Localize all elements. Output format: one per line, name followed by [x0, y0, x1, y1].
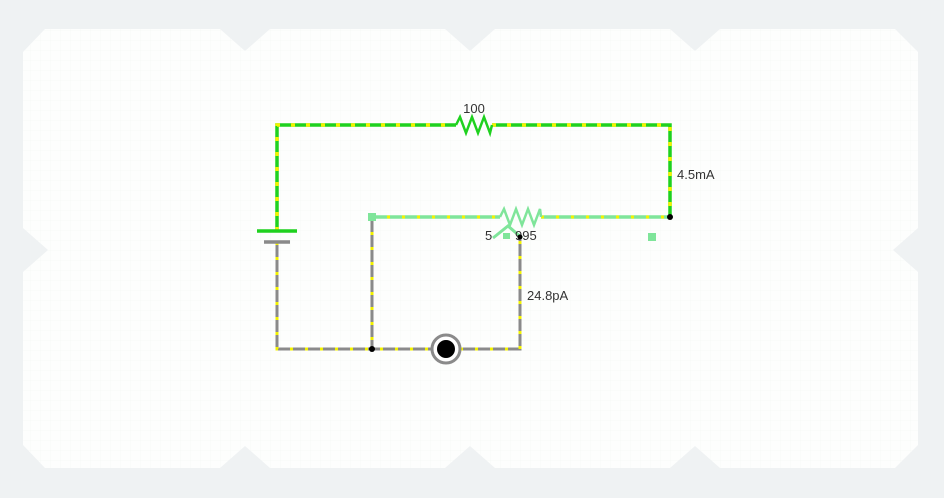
wiper-branch-current-readout: 24.8pA	[527, 288, 569, 303]
top-resistor-value: 100	[463, 101, 485, 116]
resistor-zigzag-icon[interactable]	[454, 113, 494, 138]
selection-handle-left[interactable]	[368, 213, 376, 221]
node-right[interactable]	[667, 214, 673, 220]
switch-button-icon[interactable]	[430, 333, 462, 365]
right-branch-current-readout: 4.5mA	[677, 167, 715, 182]
potentiometer-icon[interactable]	[492, 205, 543, 240]
potentiometer-value-left: 5	[485, 228, 492, 243]
node-bottom-junction[interactable]	[369, 346, 375, 352]
grid-overlay	[23, 29, 918, 468]
battery-icon[interactable]	[257, 229, 297, 244]
lower-wire-loop[interactable]	[275, 217, 522, 351]
selection-handle-right[interactable]	[648, 233, 656, 241]
node-wiper[interactable]	[517, 234, 523, 240]
live-wire-loop[interactable]	[275, 123, 672, 231]
